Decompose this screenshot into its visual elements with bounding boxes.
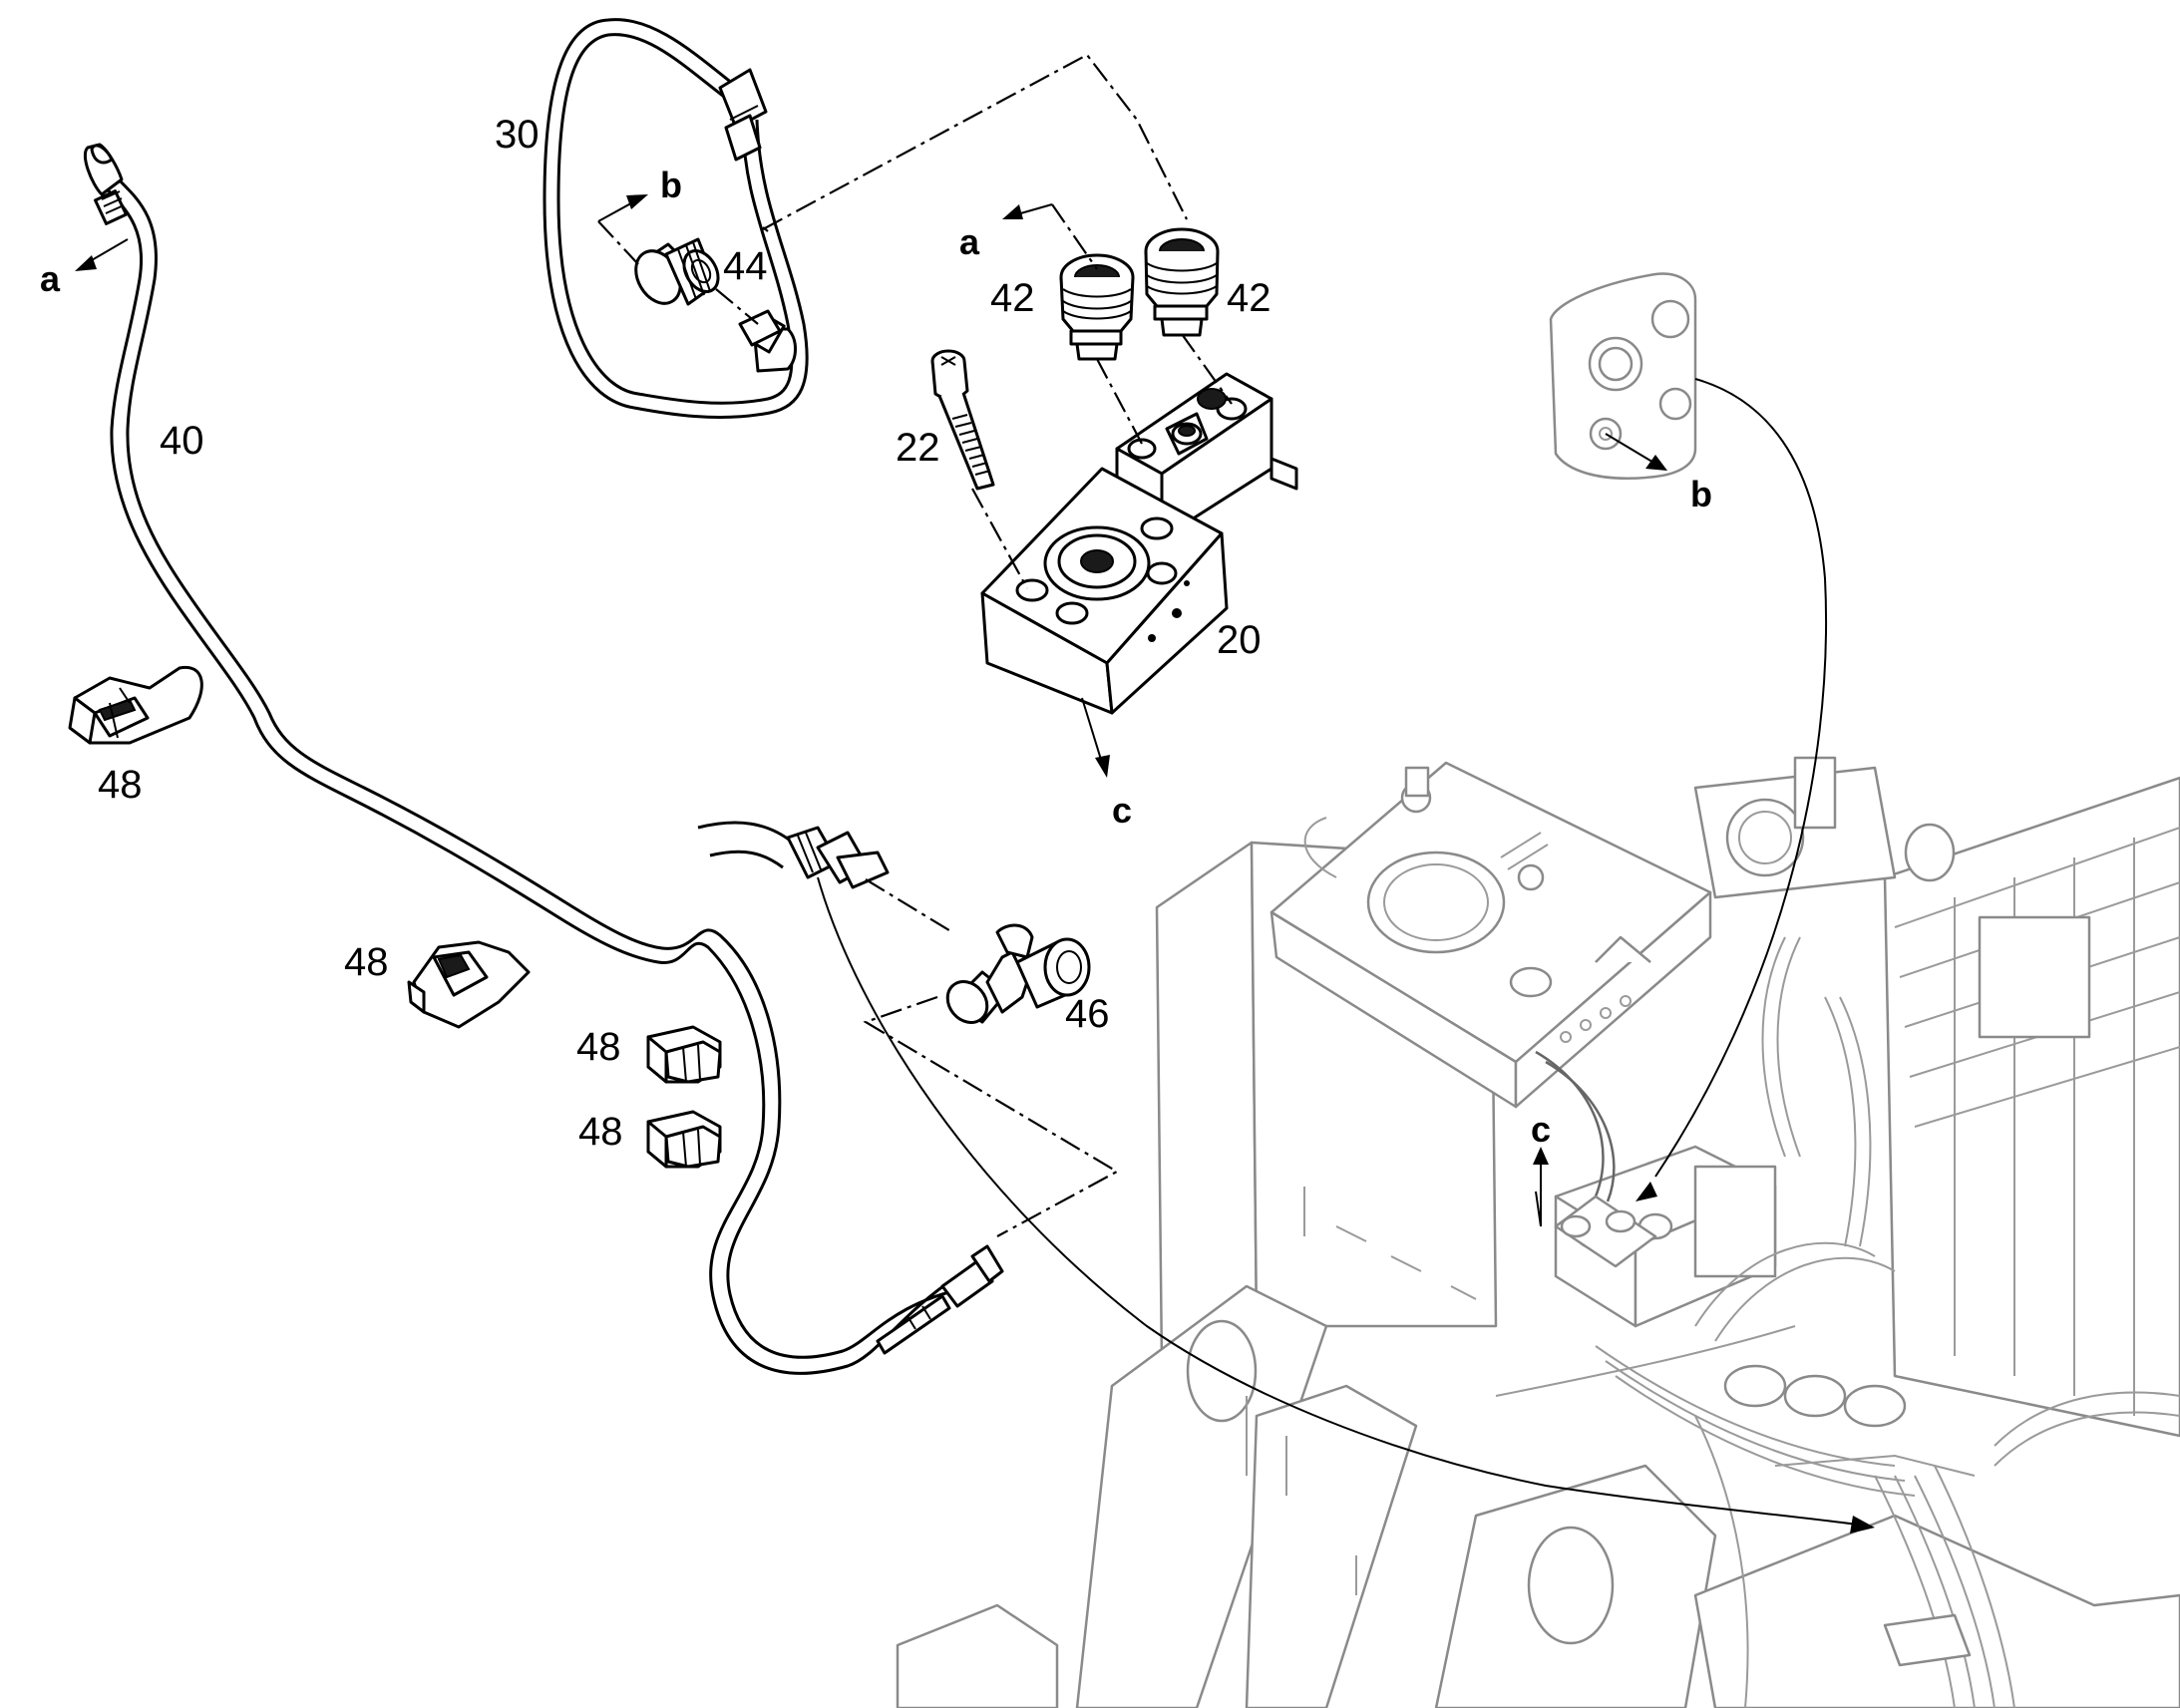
adapter-42-right	[1144, 227, 1220, 337]
label-48-c: 48	[576, 1025, 621, 1069]
hose-40	[83, 143, 1004, 1375]
hydraulic-tank	[1155, 841, 1259, 1368]
label-30: 30	[495, 113, 540, 157]
clip-48-c	[646, 1025, 722, 1084]
label-48-a: 48	[98, 763, 143, 807]
callout-labels: 20 22 30 40 42 42 44 46 48 48 48 48 a a …	[40, 113, 1712, 1154]
engine-block	[1883, 776, 2180, 1438]
label-48-d: 48	[578, 1110, 623, 1154]
bolt-22	[930, 349, 995, 491]
label-42-right: 42	[1227, 276, 1272, 320]
clip-48-b	[407, 940, 531, 1029]
machine-assembly-background	[896, 756, 2180, 1708]
fitting-44	[634, 237, 720, 306]
label-48-b: 48	[344, 940, 389, 984]
label-44: 44	[723, 244, 768, 288]
ref-a-hose: a	[40, 258, 61, 299]
clip-48-a	[68, 665, 203, 745]
mounting-plate	[1549, 272, 1697, 481]
ref-c-block: c	[1112, 790, 1132, 831]
label-40: 40	[160, 419, 204, 463]
label-42-left: 42	[990, 276, 1035, 320]
leader-lines	[597, 53, 1866, 1527]
ref-a-block: a	[959, 221, 980, 262]
hose-30	[543, 18, 809, 419]
clip-48-d	[646, 1110, 722, 1169]
tee-fitting-46	[945, 923, 1091, 1024]
label-22: 22	[896, 426, 940, 470]
arrows	[75, 194, 1875, 1534]
pipe-end-46	[697, 821, 890, 889]
label-46: 46	[1065, 992, 1110, 1036]
ref-b-fitting: b	[660, 165, 682, 205]
valve-block-20	[980, 372, 1298, 715]
ref-c-machine: c	[1531, 1109, 1551, 1150]
label-20: 20	[1217, 618, 1262, 662]
adapter-42-left	[1059, 253, 1135, 361]
ref-b-plate: b	[1690, 474, 1712, 514]
